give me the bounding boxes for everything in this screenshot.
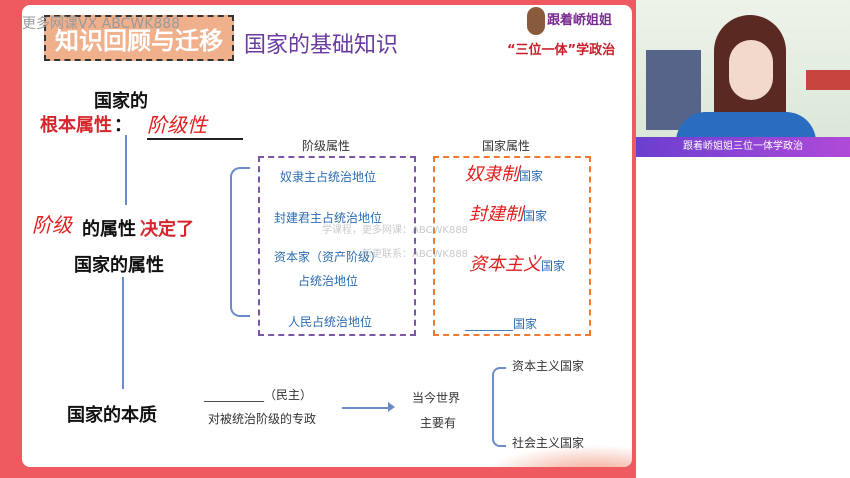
watermark: 学课程，更多网课：ABCWK888	[322, 225, 469, 236]
teacher-video: 跟着峤姐姐三位一体学政治	[636, 0, 850, 157]
text-determines: 决定了	[140, 219, 194, 240]
class-item: 人民占统治地位	[288, 315, 373, 329]
brace	[492, 367, 506, 447]
label-root-attribute: 根本属性	[40, 115, 112, 136]
brand-name: 跟着峤姐姐	[547, 13, 613, 28]
decorative-mountains	[482, 445, 632, 467]
video-caption: 跟着峤姐姐三位一体学政治	[636, 137, 850, 157]
text-state-of: 国家的	[94, 91, 148, 112]
brand-slogan: “三位一体”学政治	[507, 43, 616, 58]
brace	[230, 167, 250, 317]
state-suffix: 国家	[513, 317, 538, 331]
watermark: 更多网课VX ABCWK888	[22, 16, 181, 32]
column-header-state: 国家属性	[482, 139, 531, 153]
section-badge: 知识回顾与迁移	[44, 15, 234, 61]
state-attribute-box: 奴隶制国家 封建制国家 资本主义国家 ________国家	[433, 156, 591, 336]
handwritten-answer-root: 阶级性	[147, 109, 243, 140]
handwritten-capitalist: 资本主义	[469, 254, 541, 275]
slide-title: 国家的基础知识	[244, 33, 399, 58]
slide: 知识回顾与迁移 更多网课VX ABCWK888 国家的基础知识 跟着峤姐姐 “三…	[22, 5, 632, 467]
text-world: 当今世界	[412, 391, 461, 405]
handwritten-class: 阶级	[32, 213, 72, 237]
column-header-class: 阶级属性	[302, 139, 351, 153]
handwritten-slave: 奴隶制	[465, 164, 519, 185]
class-item: 奴隶主占统治地位	[280, 170, 377, 184]
text-mainly: 主要有	[420, 416, 457, 430]
type-capitalist: 资本主义国家	[512, 359, 585, 373]
arrow-icon	[388, 402, 395, 412]
state-suffix: 国家	[523, 209, 548, 223]
watermark: 新更联系：ABCWK888	[362, 249, 469, 260]
text-class-attribute: 的属性	[82, 219, 136, 240]
essence-blank: __________（民主）	[204, 388, 313, 402]
blank: ________	[465, 317, 513, 331]
state-suffix: 国家	[541, 259, 566, 273]
text-state-essence: 国家的本质	[67, 405, 157, 426]
background-pavilion	[806, 70, 850, 90]
type-socialist: 社会主义国家	[512, 436, 585, 450]
teacher-face	[729, 40, 773, 100]
class-item: 占统治地位	[298, 274, 359, 288]
essence-description: 对被统治阶级的专政	[208, 412, 317, 426]
class-attribute-box: 奴隶主占统治地位 封建君主占统治地位 资本家（资产阶级） 占统治地位 人民占统治…	[258, 156, 416, 336]
class-item: 封建君主占统治地位	[274, 211, 383, 225]
class-item: 资本家（资产阶级）	[274, 250, 383, 264]
teacher-avatar-icon	[527, 7, 545, 35]
state-suffix: 国家	[519, 169, 544, 183]
colon: ：	[114, 115, 132, 136]
text-state-attribute: 国家的属性	[74, 255, 164, 276]
handwritten-feudal: 封建制	[469, 204, 523, 225]
